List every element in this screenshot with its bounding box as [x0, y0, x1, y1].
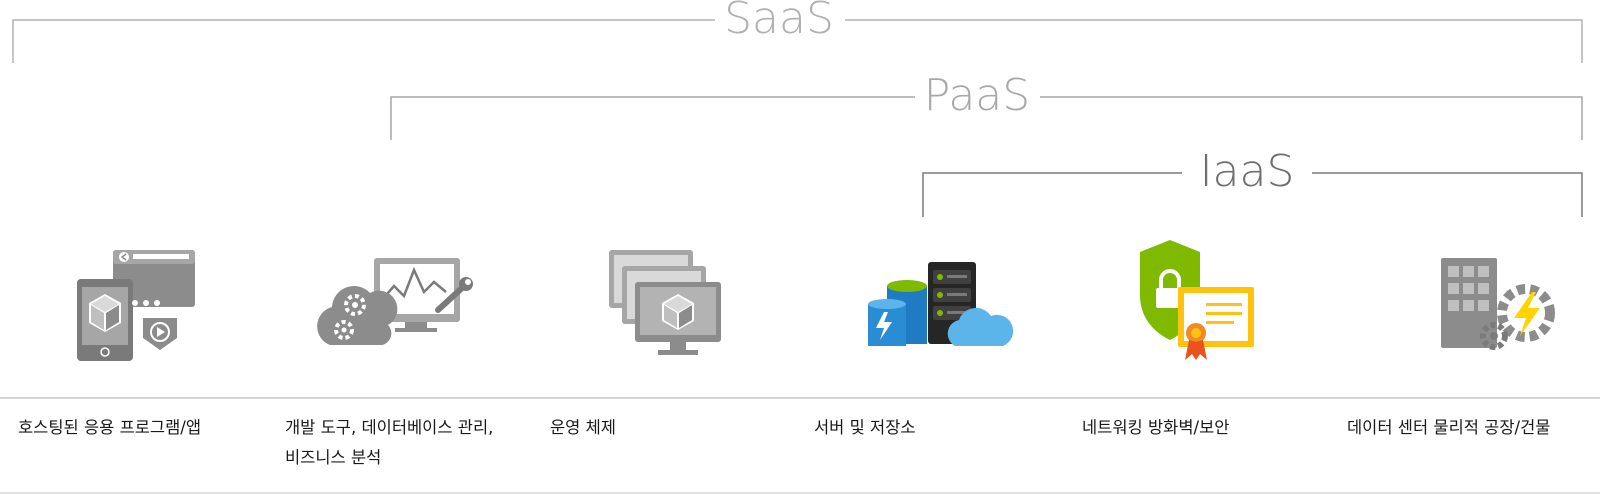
network-security-icon: [1140, 240, 1254, 360]
caption-dev-tools: 개발 도구, 데이터베이스 관리, 비즈니스 분석: [285, 418, 494, 467]
caption-hosted-apps: 호스팅된 응용 프로그램/앱: [18, 418, 202, 437]
operating-system-icon: [609, 250, 721, 355]
dev-tools-cloud-icon: [317, 258, 473, 345]
paas-bracket: PaaS: [390, 70, 1583, 140]
caption-datacenter: 데이터 센터 물리적 공장/건물: [1347, 418, 1551, 437]
paas-label: PaaS: [924, 70, 1030, 121]
saas-label: SaaS: [724, 0, 834, 44]
hosted-apps-icon: [77, 250, 195, 361]
iaas-label: IaaS: [1200, 146, 1295, 197]
caption-os: 운영 체제: [550, 418, 616, 437]
servers-storage-icon: [868, 262, 1014, 346]
caption-servers-storage: 서버 및 저장소: [814, 418, 916, 437]
datacenter-building-icon: [1441, 258, 1555, 350]
caption-networking: 네트워킹 방화벽/보안: [1082, 418, 1230, 437]
iaas-bracket: IaaS: [922, 146, 1583, 217]
saas-bracket: SaaS: [12, 0, 1583, 63]
